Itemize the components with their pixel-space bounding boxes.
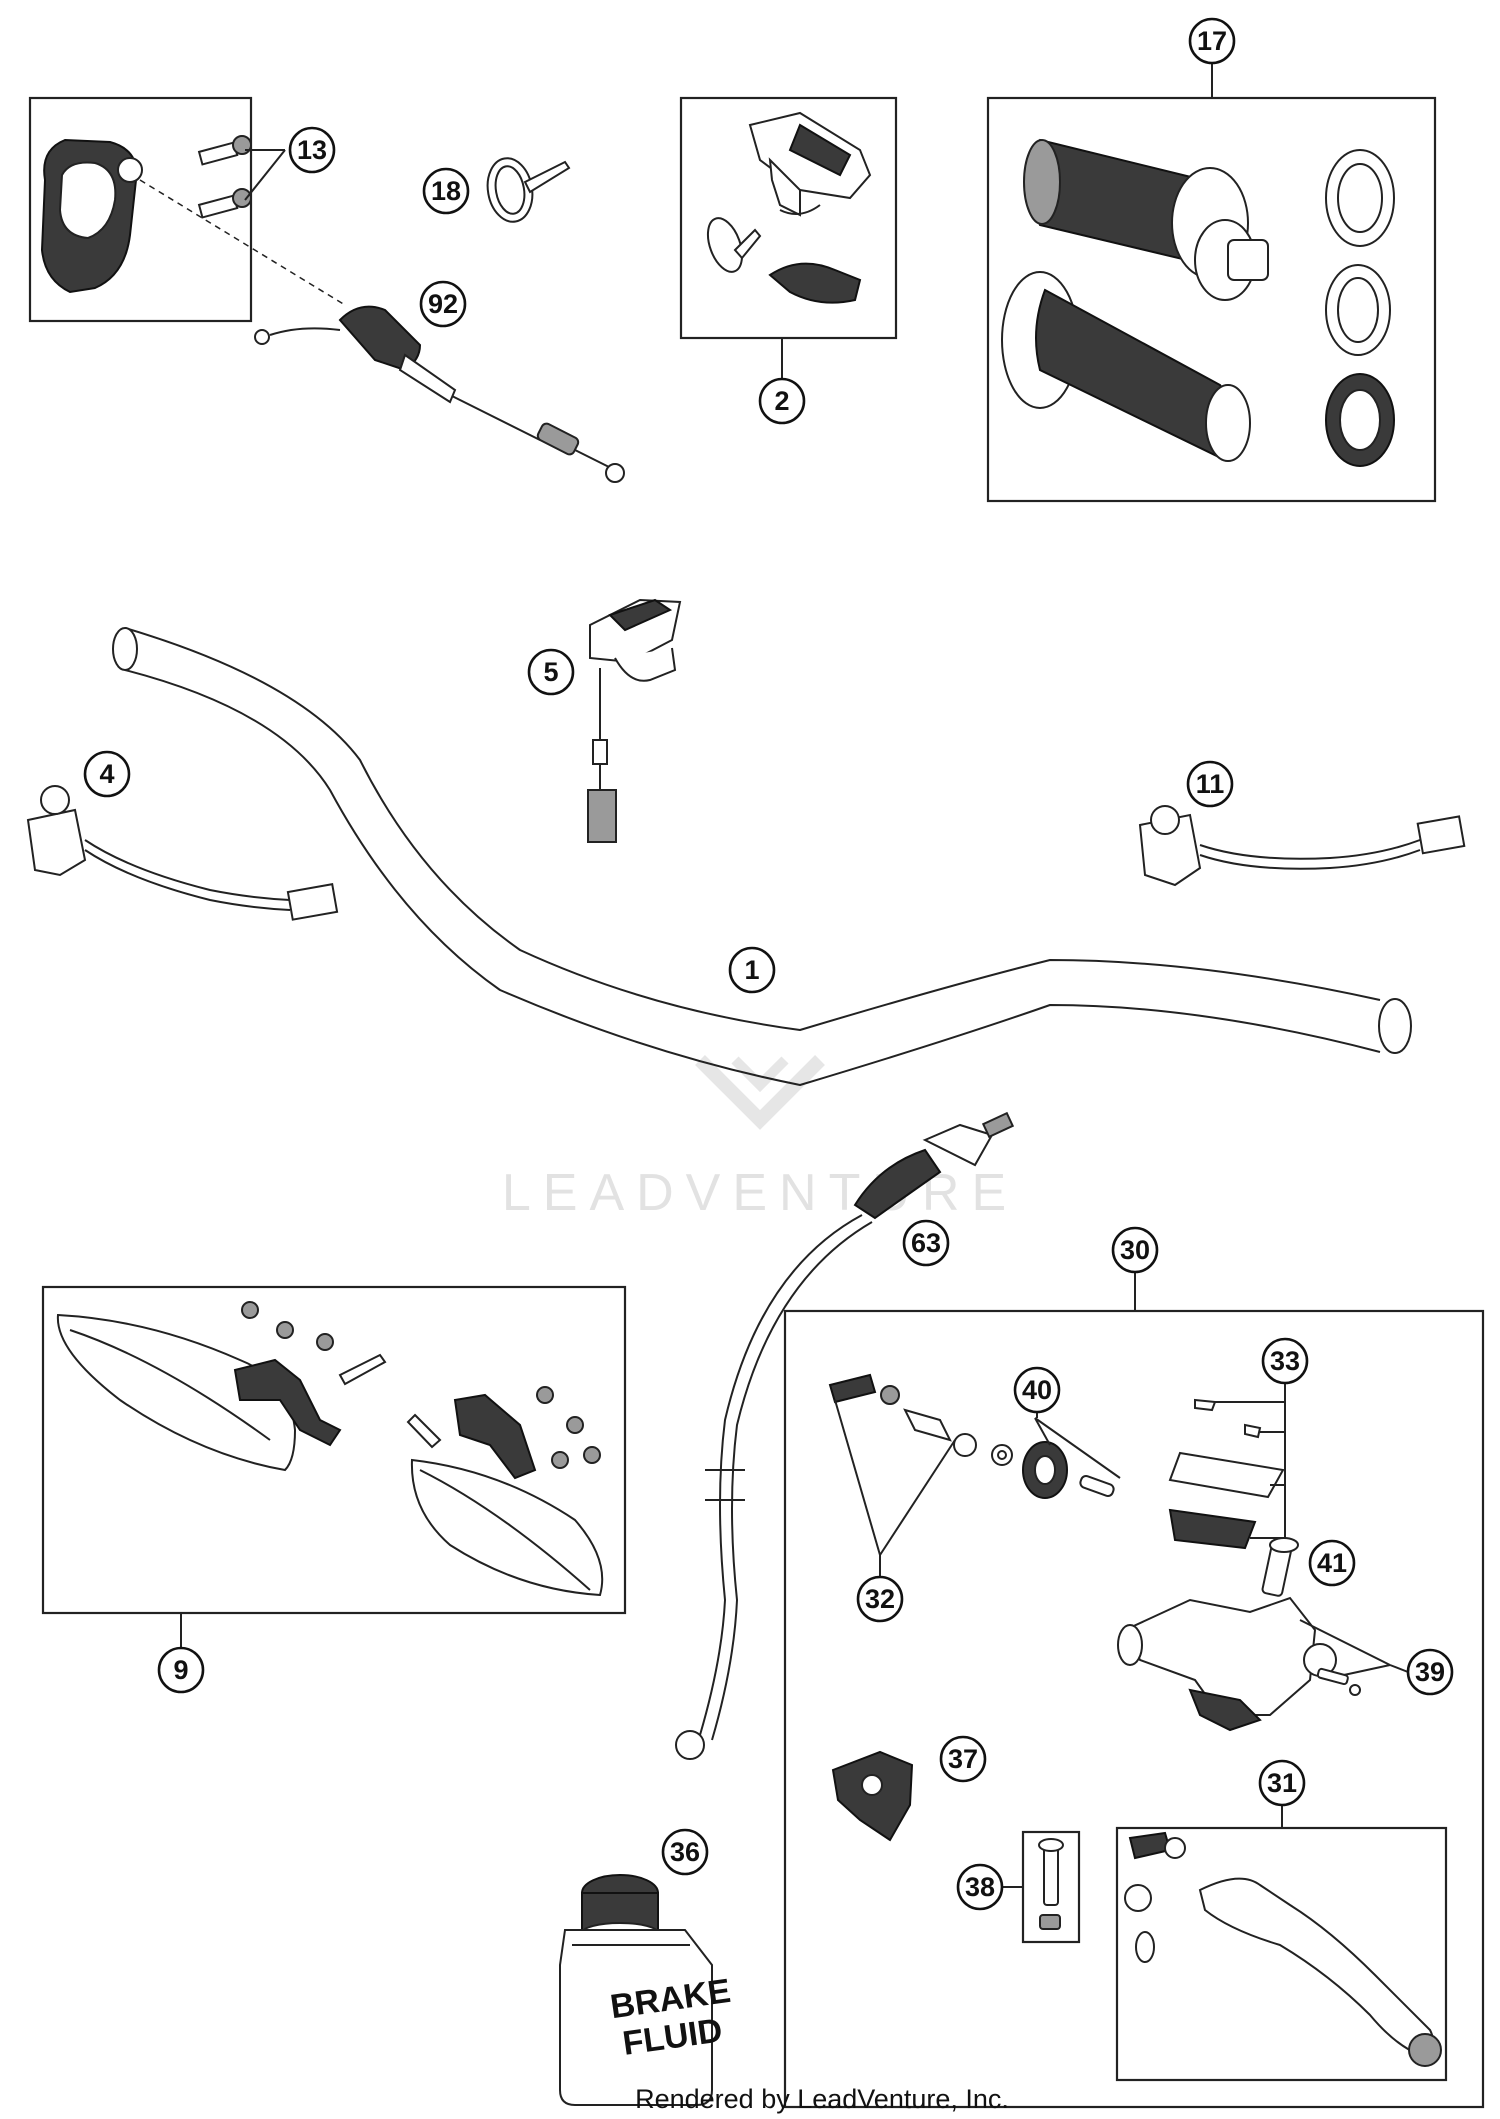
callout-63: 63: [902, 1219, 950, 1267]
brake-fluid-bottle-part: BRAKE FLUID: [559, 1874, 733, 2106]
throttle-cover-part: [706, 111, 872, 304]
callout-label: 38: [965, 1872, 995, 1902]
box-switch-housing: [28, 96, 253, 323]
callout-17: 17: [1188, 17, 1236, 65]
callout-label: 32: [865, 1584, 895, 1614]
callout-2: 2: [758, 377, 806, 425]
callout-30: 30: [1111, 1226, 1159, 1274]
callout-label: 39: [1415, 1657, 1445, 1687]
hand-guards-part: [56, 1301, 604, 1597]
grips-part: [1001, 138, 1395, 467]
callout-37: 37: [939, 1735, 987, 1783]
callout-label: 63: [911, 1228, 941, 1258]
brake-lever-part: [1124, 1831, 1442, 2067]
callout-label: 37: [948, 1744, 978, 1774]
callout-18: 18: [422, 167, 470, 215]
master-cylinder-part: [1117, 1596, 1391, 1732]
handlebar-part: [112, 627, 1412, 1087]
box-throttle-cover: [679, 96, 898, 340]
left-switch-part: [26, 785, 339, 921]
screw-38-part: [1038, 1838, 1064, 1930]
callout-33: 33: [1261, 1337, 1309, 1385]
callout-label: 13: [297, 135, 327, 165]
callout-36: 36: [661, 1828, 709, 1876]
screw-41-part: [1261, 1537, 1299, 1597]
callout-label: 41: [1317, 1548, 1347, 1578]
cover-part: [831, 1750, 914, 1842]
callout-label: 30: [1120, 1235, 1150, 1265]
callout-label: 36: [670, 1837, 700, 1867]
callout-label: 11: [1196, 769, 1225, 799]
callout-label: 17: [1197, 26, 1227, 56]
reservoir-cap-part: [1168, 1398, 1286, 1550]
brake-hose-part: [675, 1111, 1015, 1760]
callout-5: 5: [527, 648, 575, 696]
box-hand-guards: [41, 1285, 627, 1615]
callout-31: 31: [1258, 1759, 1306, 1807]
callout-label: 5: [543, 657, 558, 687]
callout-4: 4: [83, 750, 131, 798]
cable-tie-part: [486, 157, 571, 223]
callout-label: 18: [431, 176, 461, 206]
callout-label: 2: [774, 386, 789, 416]
callout-label: 33: [1270, 1346, 1300, 1376]
callout-label: 1: [744, 955, 759, 985]
piston-kit-part: [828, 1373, 1013, 1556]
callout-label: 9: [173, 1655, 188, 1685]
switch-housing-part: [40, 135, 346, 306]
callout-38: 38: [956, 1863, 1004, 1911]
start-switch-part: [587, 598, 682, 843]
callout-label: 4: [99, 759, 114, 789]
callout-92: 92: [419, 280, 467, 328]
callout-11: 11: [1186, 760, 1234, 808]
callout-label: 40: [1022, 1375, 1052, 1405]
callout-32: 32: [856, 1575, 904, 1623]
callout-13: 13: [288, 126, 336, 174]
callout-1: 1: [728, 946, 776, 994]
callout-41: 41: [1308, 1539, 1356, 1587]
throttle-cable-part: [254, 305, 625, 483]
callout-39: 39: [1406, 1648, 1454, 1696]
boot-part: [1022, 1417, 1121, 1499]
callout-9: 9: [157, 1646, 205, 1694]
callout-label: 92: [428, 289, 458, 319]
callouts: 13 18 92 2 17 5 4 11 1 63 30 33 40 41 32…: [83, 17, 1454, 1911]
callout-label: 31: [1267, 1768, 1297, 1798]
footer-credit: Rendered by LeadVenture, Inc.: [635, 2084, 1009, 2114]
right-switch-part: [1138, 805, 1466, 887]
callout-40: 40: [1013, 1366, 1061, 1414]
